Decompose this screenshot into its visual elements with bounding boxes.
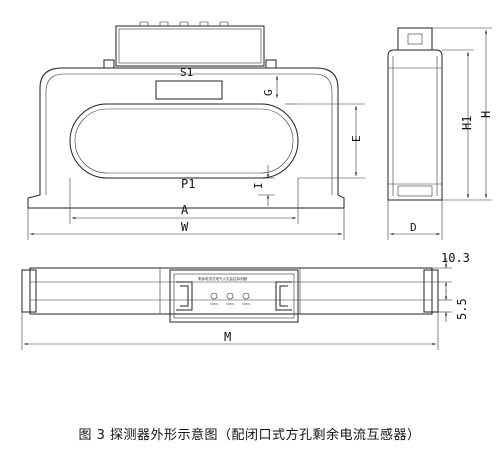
dim-5-5-label: 5.5	[455, 298, 469, 320]
front-view: S1 P1 G E I A W	[27, 21, 365, 240]
s1-label: S1	[180, 66, 193, 79]
window-opening	[69, 103, 299, 179]
dim-g-label: G	[262, 89, 275, 96]
top-connector-block	[115, 25, 265, 67]
led-alarm-icon	[226, 292, 234, 300]
dim-d-label: D	[410, 221, 417, 234]
p1-label: P1	[181, 177, 195, 191]
figure-caption: 图 3 探测器外形示意图（配闭口式方孔剩余电流互感器）	[78, 428, 421, 443]
bottom-rail-body	[29, 267, 433, 315]
s1-label-box	[155, 80, 223, 100]
dim-i-label: I	[252, 182, 265, 189]
led-fault-icon	[242, 292, 250, 300]
dim-e-label: E	[350, 135, 363, 142]
central-module	[169, 269, 299, 323]
dim-m-label: M	[224, 330, 231, 344]
side-top-connector	[397, 27, 433, 51]
dim-10-3-label: 10.3	[441, 251, 470, 265]
led-power-icon	[210, 292, 218, 300]
svg-text:剩余电流式电气火灾监控探测器: 剩余电流式电气火灾监控探测器	[198, 276, 247, 281]
dim-h1-label: H1	[460, 116, 474, 130]
dim-h-label: H	[479, 111, 493, 118]
bottom-view: 剩余电流式电气火灾监控探测器 M 10.3 5.5	[21, 251, 470, 350]
front-body-outline	[27, 67, 345, 209]
side-body-outline	[387, 49, 443, 201]
dim-a-label: A	[181, 203, 189, 217]
dim-w-label: W	[181, 220, 189, 234]
side-view: H1 H D	[387, 27, 493, 240]
